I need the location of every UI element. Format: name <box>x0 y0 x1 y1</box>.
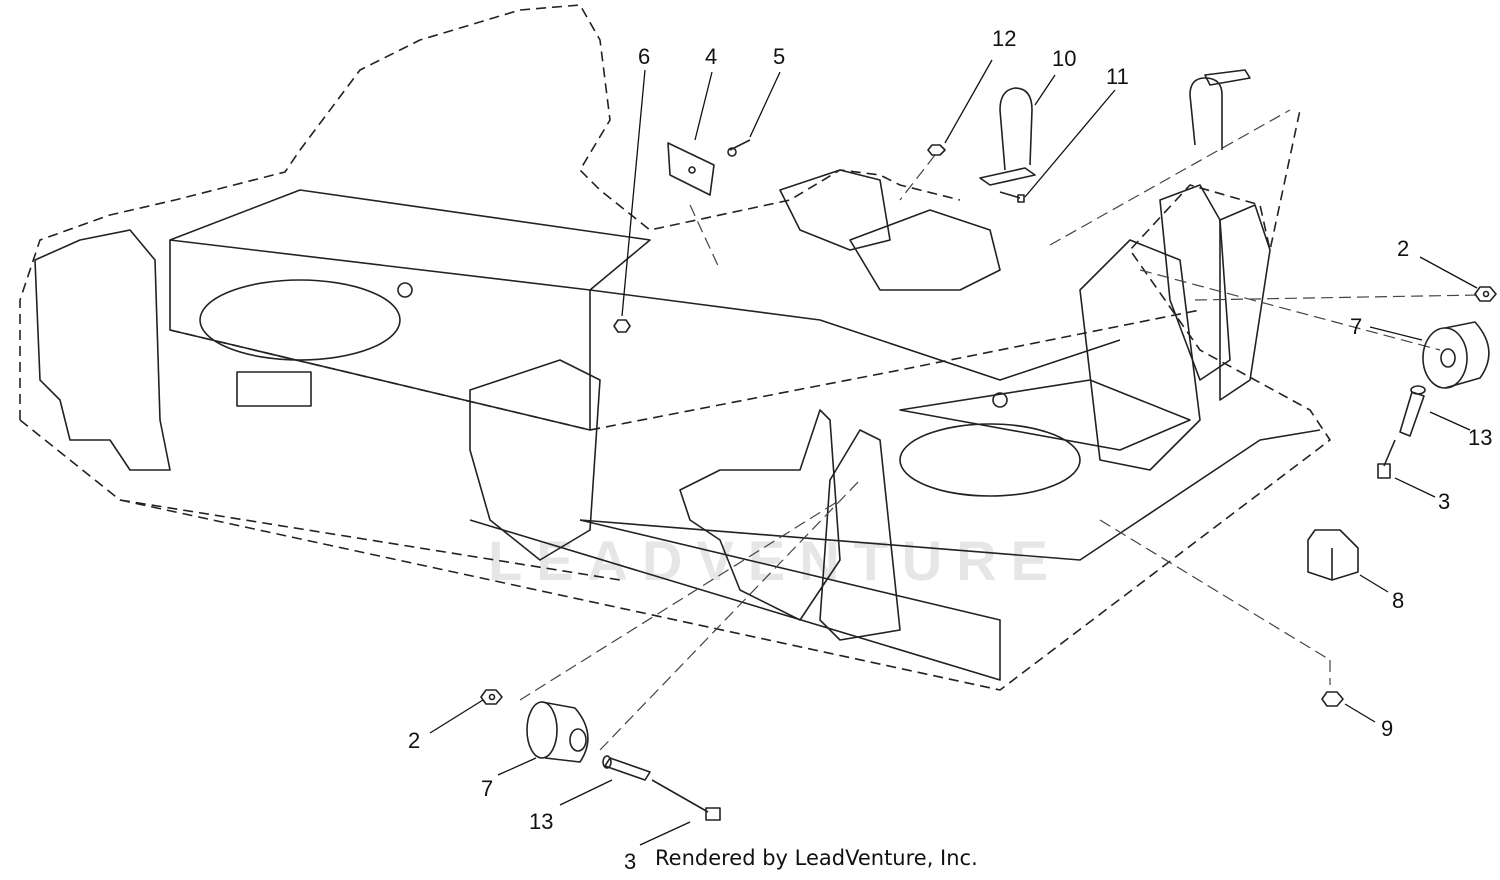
leader-4 <box>694 71 713 141</box>
part-roller-7-left <box>526 701 589 763</box>
callout-5: 5 <box>773 44 785 69</box>
callout-9: 9 <box>1381 716 1393 741</box>
leader-2-left <box>429 699 484 734</box>
part-nut-6 <box>613 319 631 333</box>
callout-7-left: 7 <box>481 776 493 801</box>
leader-5 <box>749 71 781 138</box>
part-handle-spare <box>1189 69 1251 150</box>
callout-8: 8 <box>1392 588 1404 613</box>
callout-6: 6 <box>638 44 650 69</box>
part-nut-2-left <box>480 689 503 705</box>
leader-7-left <box>497 757 537 776</box>
leader-6 <box>621 69 646 317</box>
callout-13-left: 13 <box>529 809 553 834</box>
part-plate-4 <box>667 142 715 196</box>
leader-7-right <box>1369 326 1423 341</box>
callout-4: 4 <box>705 44 717 69</box>
leader-13-left <box>559 779 613 806</box>
part-screw-11 <box>999 191 1025 203</box>
leader-11 <box>1024 89 1116 198</box>
callout-12: 12 <box>992 26 1016 51</box>
rendered-by-footer: Rendered by LeadVenture, Inc. <box>655 846 978 870</box>
callout-3-right: 3 <box>1438 489 1450 514</box>
part-bushing-13-right <box>1399 385 1426 437</box>
leader-8 <box>1359 574 1389 593</box>
part-nut-9 <box>1321 691 1344 707</box>
callout-7-right: 7 <box>1350 314 1362 339</box>
part-nut-12 <box>927 144 946 156</box>
part-roller-7-right <box>1422 321 1490 389</box>
part-handle-10 <box>979 87 1036 186</box>
callout-2-right: 2 <box>1397 236 1409 261</box>
leader-3-left <box>639 821 691 846</box>
part-bolt-3-right <box>1377 439 1396 479</box>
part-nut-2-right <box>1474 286 1497 302</box>
leader-3-right <box>1394 477 1436 498</box>
leader-2-right <box>1419 256 1478 289</box>
callout-2-left: 2 <box>408 728 420 753</box>
leader-10 <box>1034 74 1056 106</box>
front-brackets <box>34 169 1271 641</box>
callout-3-left: 3 <box>624 849 636 874</box>
part-bushing-13-left <box>602 755 651 781</box>
part-bolt-5 <box>727 139 751 157</box>
callout-11: 11 <box>1106 64 1129 89</box>
deck-plate <box>169 189 1321 681</box>
callout-13-right: 13 <box>1468 425 1492 450</box>
leader-12 <box>944 59 993 144</box>
callout-10: 10 <box>1052 46 1076 71</box>
leader-13-right <box>1429 411 1471 431</box>
part-bolt-3-left <box>651 779 721 821</box>
part-pad-8 <box>1307 529 1359 581</box>
leader-lines <box>519 109 1481 751</box>
leader-9 <box>1344 703 1376 723</box>
deck-outline <box>19 4 1331 691</box>
